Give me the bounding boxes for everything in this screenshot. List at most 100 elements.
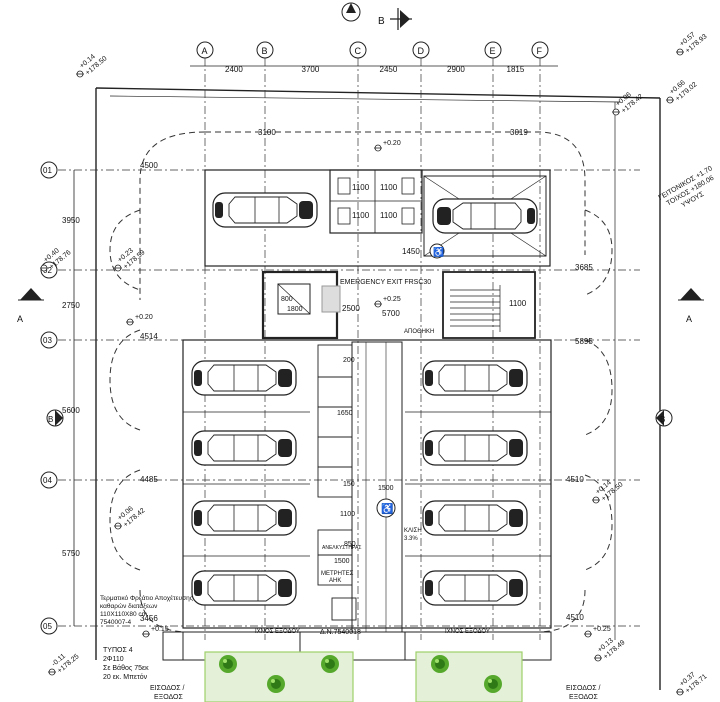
level-marker: +0.20 <box>126 314 153 326</box>
row-dimension: 2750 <box>62 301 80 310</box>
dim-1650: 1650 <box>337 410 353 417</box>
row-axis-bubble <box>40 471 58 489</box>
lift-label: ΑΝΕΛΚΥΣΤΗΡΑΣ <box>322 545 361 551</box>
section-marker-right-icon <box>678 288 704 301</box>
column-axis-bubble <box>349 41 367 59</box>
row-axis-label: 04 <box>43 476 52 485</box>
driving-arcs <box>109 131 613 633</box>
parked-car-right <box>422 360 528 396</box>
emergency-exit-label: EMERGENCY EXIT FRSC30 <box>340 279 431 286</box>
level-marker: +0.23+178.59 <box>114 247 147 272</box>
level-value: +0.25 <box>593 626 611 633</box>
column-axis-label: A <box>202 46 208 56</box>
level-marker: +0.57+178.93 <box>676 31 709 56</box>
entrance-left: ΕΙΣΟΔΟΣ / <box>150 685 184 692</box>
wc-block-top <box>330 170 422 233</box>
section-left-label: A <box>17 314 23 324</box>
svg-text:♿: ♿ <box>381 502 393 515</box>
row-dimension: 5600 <box>62 406 80 415</box>
dim-3685: 3685 <box>575 263 593 272</box>
road-label-left: ΙΧΝΟΣ ΕΞΟΔΟΥ <box>255 629 300 635</box>
dim-3019: 3019 <box>510 128 528 137</box>
type-line-3: Σε Βάθος 75εκ <box>103 664 149 672</box>
dim-1500-a: 1500 <box>378 485 394 492</box>
level-marker: +0.06+178.42 <box>612 91 645 116</box>
level-marker: +0.25 <box>374 296 401 308</box>
section-b-right-icon <box>655 409 673 427</box>
dim-3100: 3100 <box>258 128 276 137</box>
level-marker: +0.40+178.76 <box>40 247 73 272</box>
exit-left: ΕΞΟΔΟΣ <box>154 694 183 701</box>
level-marker: +0.25 <box>584 626 611 638</box>
level-marker: +0.15 <box>142 626 169 638</box>
dim-4500: 4500 <box>140 161 158 170</box>
dim-1100-b: 1100 <box>340 511 355 518</box>
dim-800: 800 <box>281 296 293 303</box>
column-dimension: 2900 <box>447 65 465 74</box>
stair-flight <box>450 285 501 332</box>
column-axis-label: D <box>418 46 425 56</box>
dim-2500: 2500 <box>342 304 360 313</box>
row-axis-bubble <box>40 161 58 179</box>
column-axis-bubble <box>531 41 549 59</box>
dim-4510-b: 4510 <box>566 613 584 622</box>
level-value: +0.15 <box>151 626 169 633</box>
column-axis-bubble <box>196 41 214 59</box>
column-axis-bubble <box>484 41 502 59</box>
dim-1100-wc3: 1100 <box>380 183 398 192</box>
parked-car-left <box>191 570 297 606</box>
dim-4514: 4514 <box>140 332 158 341</box>
dim-4485: 4485 <box>140 475 158 484</box>
tree-icon <box>267 675 285 693</box>
tree-icon <box>219 655 237 673</box>
storage-label: ΑΠΟΘΗΚΗ <box>404 329 434 335</box>
row-axis-label: 05 <box>43 622 52 631</box>
meter-room-label-1: ΜΕΤΡΗΤΕΣ <box>321 571 354 577</box>
row-axis-bubble <box>40 331 58 349</box>
level-marker: -0.11+178.25 <box>48 653 81 676</box>
column-dimension: 3700 <box>302 65 320 74</box>
parked-car-right <box>422 430 528 466</box>
building-outline <box>182 169 552 629</box>
level-marker: +0.13+178.49 <box>594 637 627 662</box>
parking-bays-left <box>191 360 297 606</box>
tree-icon <box>484 675 502 693</box>
row-axis-label: 03 <box>43 336 52 345</box>
column-axis-label: B <box>262 46 268 56</box>
car-top-left <box>212 192 318 228</box>
row-axis-label: 01 <box>43 166 52 175</box>
planting-bed-right <box>415 651 523 702</box>
column-axis-bubble <box>256 41 274 59</box>
ramp-grade: 3.3% <box>404 536 418 542</box>
column-dimension: 1815 <box>507 65 525 74</box>
dim-200: 200 <box>343 357 355 364</box>
accessible-route-icon: ♿ <box>376 498 396 518</box>
level-marker: +0.06+178.42 <box>114 505 147 530</box>
level-marker: +0.37+178.71 <box>676 671 709 696</box>
section-b-left-icon <box>46 409 64 427</box>
parked-car-right <box>422 500 528 536</box>
tree-icon <box>321 655 339 673</box>
storage-rooms <box>317 344 357 621</box>
ramp-label: ΚΛΙΣΗ <box>404 528 422 534</box>
level-value: +0.20 <box>135 314 153 321</box>
row-axis-label: 02 <box>43 266 52 275</box>
north-marker-letter: B <box>378 16 385 27</box>
parked-car-left <box>191 430 297 466</box>
car-top-right <box>432 198 538 234</box>
column-axis-label: F <box>537 46 543 56</box>
level-marker: +0.14+178.50 <box>592 479 625 504</box>
meter-room-label-2: ΑΗΚ <box>329 578 341 584</box>
type-line-2: 2Φ110 <box>103 656 124 663</box>
accessible-parking-icon: ♿ <box>429 243 445 259</box>
road-label-right: ΙΧΝΟΣ ΕΞΟΔΟΥ <box>445 629 490 635</box>
elevator-shaft <box>277 283 341 315</box>
tree-icon <box>431 655 449 673</box>
type-line-4: 20 εκ. Μπετόν <box>103 673 148 681</box>
section-marker-left-icon <box>18 288 44 301</box>
dim-1100-stair: 1100 <box>509 299 527 308</box>
